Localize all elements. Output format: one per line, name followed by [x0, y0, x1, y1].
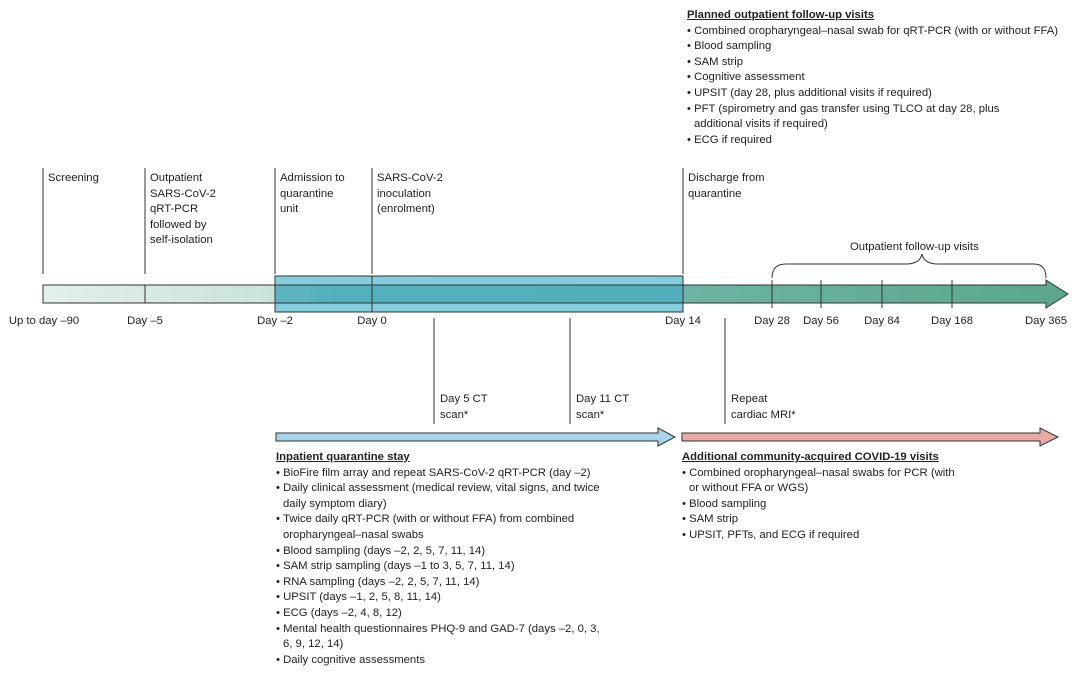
list-item: UPSIT (day 28, plus additional visits if…	[687, 86, 1072, 102]
list-item: SAM strip	[687, 55, 1072, 71]
event-screening: Screening	[48, 172, 99, 184]
event-discharge: Discharge from quarantine	[688, 172, 765, 200]
list-item: ECG (days –2, 4, 8, 12)	[276, 606, 606, 622]
list-item: Combined oropharyngeal–nasal swab for qR…	[687, 24, 1072, 40]
list-item: Blood sampling (days –2, 2, 5, 7, 11, 14…	[276, 544, 606, 560]
list-item: UPSIT, PFTs, and ECG if required	[682, 528, 967, 544]
planned-followup-title: Planned outpatient follow-up visits	[687, 9, 875, 21]
followup-visits-label: Outpatient follow-up visits	[850, 241, 979, 253]
list-item: SAM strip	[682, 512, 967, 528]
event-admission: Admission to quarantine unit	[280, 172, 345, 216]
tick-label: Day 0	[357, 315, 387, 327]
tick-label: Day 14	[665, 315, 701, 327]
quarantine-inner-bar	[274, 284, 684, 304]
inpatient-panel: Inpatient quarantine stay BioFire film a…	[276, 450, 606, 668]
event-inoculation: SARS-CoV-2 inoculation (enrolment)	[377, 172, 443, 216]
inpatient-list: BioFire film array and repeat SARS-CoV-2…	[276, 466, 606, 669]
planned-followup-list: Combined oropharyngeal–nasal swab for qR…	[687, 24, 1072, 149]
tick-label: Day 28	[754, 315, 790, 327]
day-ticks	[144, 276, 953, 312]
tick-label: Day 56	[803, 315, 839, 327]
list-item: Twice daily qRT-PCR (with or without FFA…	[276, 512, 606, 543]
list-item: RNA sampling (days –2, 2, 5, 7, 11, 14)	[276, 575, 606, 591]
scan-ct5-label: Day 5 CT scan*	[440, 393, 488, 421]
list-item: BioFire film array and repeat SARS-CoV-2…	[276, 466, 606, 482]
list-item: Cognitive assessment	[687, 70, 1072, 86]
community-arrow	[681, 427, 1060, 447]
tick-label: Up to day –90	[8, 315, 80, 327]
list-item: SAM strip sampling (days –1 to 3, 5, 7, …	[276, 559, 606, 575]
list-item: Blood sampling	[687, 39, 1072, 55]
tick-label: Day 168	[930, 315, 974, 327]
event-outpatient-pcr: Outpatient SARS-CoV-2 qRT-PCR followed b…	[150, 172, 216, 247]
list-item: Combined oropharyngeal–nasal swabs for P…	[682, 466, 967, 497]
scan-ct11-label: Day 11 CT scan*	[576, 393, 630, 421]
list-item: UPSIT (days –1, 2, 5, 8, 11, 14)	[276, 590, 606, 606]
planned-followup-panel: Planned outpatient follow-up visits Comb…	[687, 8, 1072, 148]
tick-label: Day –5	[127, 315, 163, 327]
scan-mri-label: Repeat cardiac MRI*	[731, 393, 796, 421]
list-item: Blood sampling	[682, 497, 967, 513]
inpatient-title: Inpatient quarantine stay	[276, 451, 410, 463]
followup-brace	[771, 253, 1047, 279]
list-item: Daily cognitive assessments	[276, 653, 606, 669]
inpatient-arrow	[275, 427, 677, 447]
community-list: Combined oropharyngeal–nasal swabs for P…	[682, 466, 967, 544]
list-item: Mental health questionnaires PHQ-9 and G…	[276, 622, 606, 653]
list-item: ECG if required	[687, 133, 1072, 149]
community-panel: Additional community-acquired COVID-19 v…	[682, 450, 967, 544]
tick-label: Day 365	[1024, 315, 1068, 327]
community-title: Additional community-acquired COVID-19 v…	[682, 451, 939, 463]
list-item: PFT (spirometry and gas transfer using T…	[687, 102, 1014, 133]
tick-label: Day –2	[257, 315, 293, 327]
list-item: Daily clinical assessment (medical revie…	[276, 481, 606, 512]
tick-label: Day 84	[864, 315, 900, 327]
